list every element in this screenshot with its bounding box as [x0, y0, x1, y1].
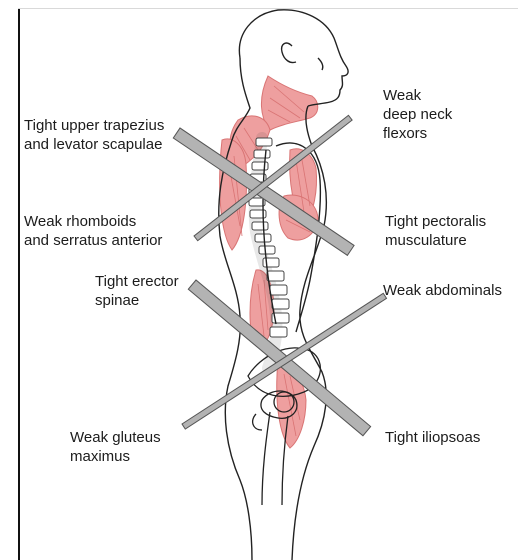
label-tight-erector-spinae: Tight erector spinae — [95, 272, 179, 310]
label-tight-upper-trapezius: Tight upper trapezius and levator scapul… — [24, 116, 164, 154]
label-weak-deep-neck-flexors: Weak deep neck flexors — [383, 86, 452, 143]
label-tight-iliopsoas: Tight iliopsoas — [385, 428, 480, 447]
label-weak-gluteus-maximus: Weak gluteus maximus — [70, 428, 161, 466]
upper-crossed-bar-weak — [194, 115, 352, 240]
label-tight-pectoralis: Tight pectoralis musculature — [385, 212, 486, 250]
ear-outline — [282, 43, 296, 62]
label-weak-abdominals: Weak abdominals — [383, 281, 502, 300]
label-weak-rhomboids: Weak rhomboids and serratus anterior — [24, 212, 162, 250]
back-muscles — [220, 139, 247, 250]
